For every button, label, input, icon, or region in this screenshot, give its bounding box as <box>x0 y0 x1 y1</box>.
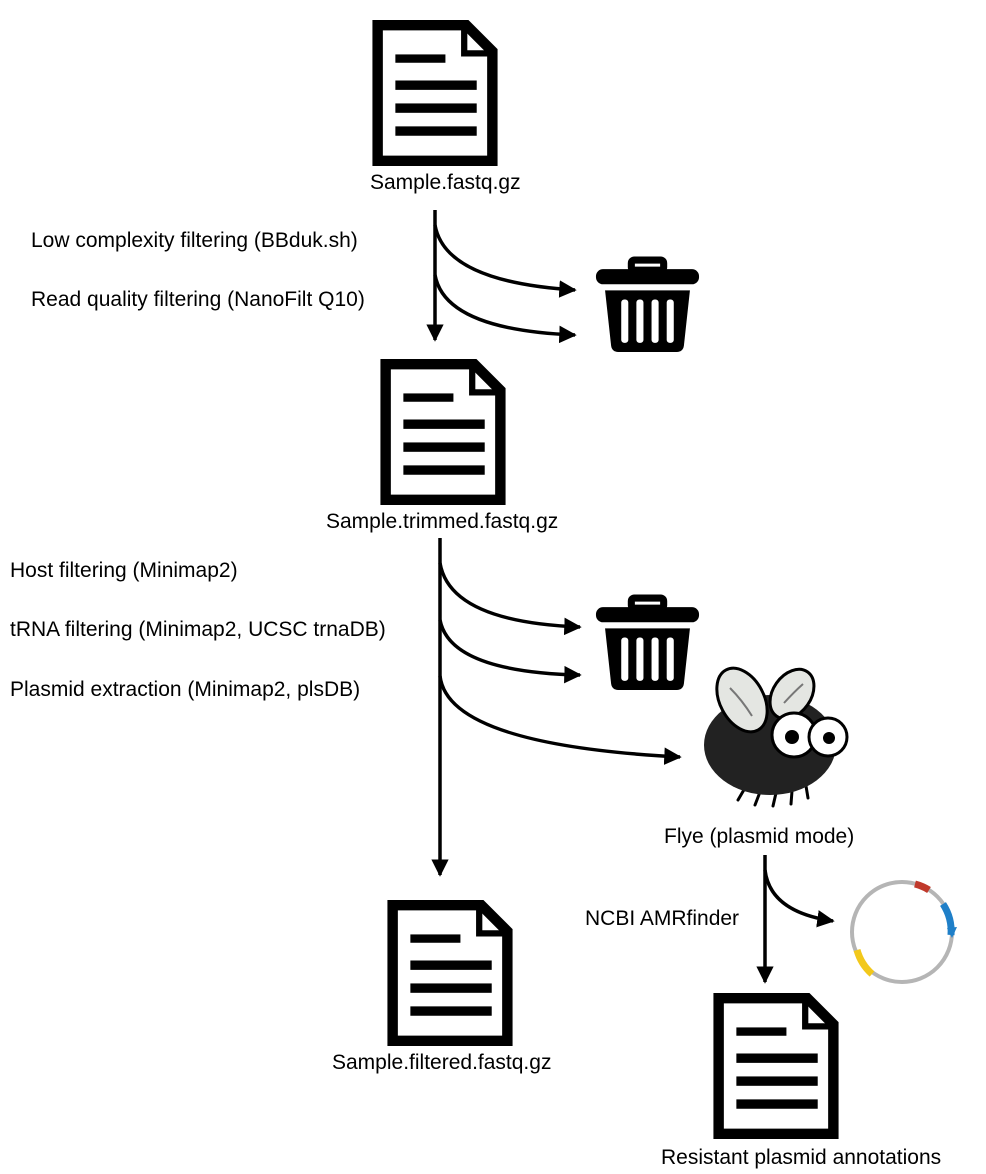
document-icon <box>719 998 834 1134</box>
document-icon <box>393 905 508 1041</box>
step-read-quality: Read quality filtering (NanoFilt Q10) <box>31 288 365 311</box>
fly-icon <box>704 666 849 808</box>
step-plasmid-extraction: Plasmid extraction (Minimap2, plsDB) <box>10 678 361 701</box>
arrows-stage-3 <box>756 855 835 984</box>
trash-icon <box>596 260 699 352</box>
plasmid-map-icon <box>850 880 957 984</box>
step-host-filtering: Host filtering (Minimap2) <box>10 559 238 582</box>
file-label-filtered: Sample.filtered.fastq.gz <box>332 1051 552 1074</box>
file-label-trimmed: Sample.trimmed.fastq.gz <box>326 510 559 533</box>
step-amrfinder: NCBI AMRfinder <box>585 907 740 930</box>
step-trna-filtering: tRNA filtering (Minimap2, UCSC trnaDB) <box>10 618 386 641</box>
trash-icon <box>596 598 699 690</box>
step-low-complexity: Low complexity filtering (BBduk.sh) <box>31 229 358 252</box>
file-label-sample: Sample.fastq.gz <box>370 171 521 194</box>
arrows-stage-1 <box>426 210 577 344</box>
step-flye: Flye (plasmid mode) <box>664 825 855 848</box>
file-label-annotations: Resistant plasmid annotations <box>661 1146 942 1169</box>
document-icon <box>386 364 501 500</box>
document-icon <box>378 25 493 161</box>
arrows-stage-2 <box>431 538 682 877</box>
